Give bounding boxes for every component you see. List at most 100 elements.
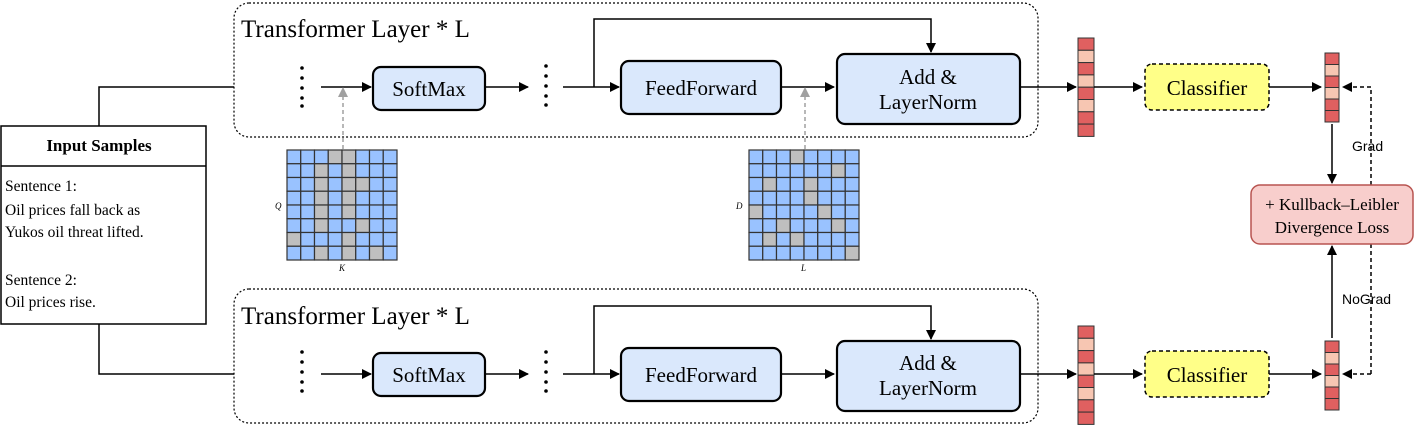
mask-cell (300, 149, 316, 165)
mask-cell (830, 176, 846, 192)
input-line: Sentence 2: (5, 272, 77, 289)
mask-cell (313, 190, 329, 206)
mask-cell (844, 190, 860, 206)
feedforward-label: FeedForward (645, 76, 757, 100)
mask-cell (368, 218, 384, 234)
transformer-layer-title: Transformer Layer * L (241, 303, 470, 330)
mask-cell (313, 176, 329, 192)
mask-cell (762, 190, 778, 206)
mask-cell (300, 231, 316, 247)
ellipsis-dots (544, 64, 548, 107)
mask-cell (803, 204, 819, 220)
mask-cell (748, 231, 764, 247)
feedforward-label: FeedForward (645, 363, 757, 387)
mask-cell (327, 204, 343, 220)
mask-cell (368, 231, 384, 247)
ellipsis-dots (300, 66, 304, 108)
mask-cell (844, 218, 860, 234)
mask-cell (775, 190, 791, 206)
mask-cell (355, 231, 371, 247)
residual-connection (593, 305, 936, 374)
vector-cell (1077, 387, 1095, 401)
mask-cell (844, 231, 860, 247)
mask-cell (775, 204, 791, 220)
vector-cell (1324, 386, 1340, 399)
vector-cell (1077, 111, 1095, 125)
mask-cell (286, 163, 302, 179)
mask-cell (341, 204, 357, 220)
vector-cell (1324, 352, 1340, 365)
vector-cell (1324, 398, 1340, 411)
addnorm-label-line1: Add & (899, 65, 957, 89)
addnorm-block (835, 52, 1022, 126)
mask-cell (748, 149, 764, 165)
mask-cell (368, 176, 384, 192)
vector-cell (1077, 411, 1095, 425)
mask-cell (382, 163, 398, 179)
classifier-label: Classifier (1167, 363, 1247, 387)
mask-cell (355, 149, 371, 165)
input-line: Yukos oil threat lifted. (5, 224, 144, 241)
mask-cell (762, 176, 778, 192)
mask-cell (368, 163, 384, 179)
mask-cell (789, 231, 805, 247)
logits-vector (1324, 340, 1340, 411)
mask-cell (286, 204, 302, 220)
mask-cell (382, 176, 398, 192)
mask-cell (341, 231, 357, 247)
mask-cell (803, 163, 819, 179)
mask-cell (748, 218, 764, 234)
mask-cell (817, 190, 833, 206)
mask-cell (341, 176, 357, 192)
ellipsis-dots (300, 350, 304, 393)
vector-cell (1077, 49, 1095, 64)
vector-cell (1324, 52, 1340, 65)
transformer-layer-title: Transformer Layer * L (241, 16, 470, 43)
mask-cell (327, 218, 343, 234)
mask-cell (803, 176, 819, 192)
mask-cell (775, 245, 791, 261)
vector-cell (1324, 340, 1340, 353)
transformer-layer-container (233, 288, 1039, 424)
mask-cell (748, 204, 764, 220)
mask-cell (327, 190, 343, 206)
mask-cell (327, 176, 343, 192)
mask-cell (817, 245, 833, 261)
vector-cell (1077, 399, 1095, 413)
mask-cell (382, 149, 398, 165)
mask-cell (762, 231, 778, 247)
mask-cell (817, 231, 833, 247)
addnorm-label-line2: LayerNorm (879, 376, 977, 400)
mask-cell (803, 149, 819, 165)
mask-cell (313, 204, 329, 220)
mask-cell (313, 218, 329, 234)
kl-loss-box (1250, 184, 1414, 245)
mask-cell (844, 204, 860, 220)
mask-cell (368, 204, 384, 220)
mask-cell (341, 149, 357, 165)
mask-cell (382, 204, 398, 220)
mask-cell (844, 176, 860, 192)
mask-cell (355, 176, 371, 192)
mask-cell (286, 149, 302, 165)
vector-cell (1324, 75, 1340, 88)
hidden-vector (1077, 325, 1095, 425)
mask-cell (327, 231, 343, 247)
addnorm-label-line2: LayerNorm (879, 90, 977, 114)
ffn-col-label: L (800, 263, 806, 273)
grad-label: Grad (1352, 138, 1383, 154)
mask-cell (355, 245, 371, 261)
mask-cell (844, 149, 860, 165)
mask-cell (368, 245, 384, 261)
mask-cell (762, 149, 778, 165)
mask-cell (355, 218, 371, 234)
input-samples-title: Input Samples (46, 136, 152, 155)
kl-loss-line1: + Kullback–Leibler (1265, 195, 1399, 214)
vector-cell (1077, 86, 1095, 100)
softmax-label: SoftMax (392, 77, 466, 101)
mask-cell (300, 163, 316, 179)
mask-cell (355, 204, 371, 220)
vector-cell (1324, 64, 1340, 77)
vector-cell (1077, 62, 1095, 76)
vector-cell (1077, 325, 1095, 339)
